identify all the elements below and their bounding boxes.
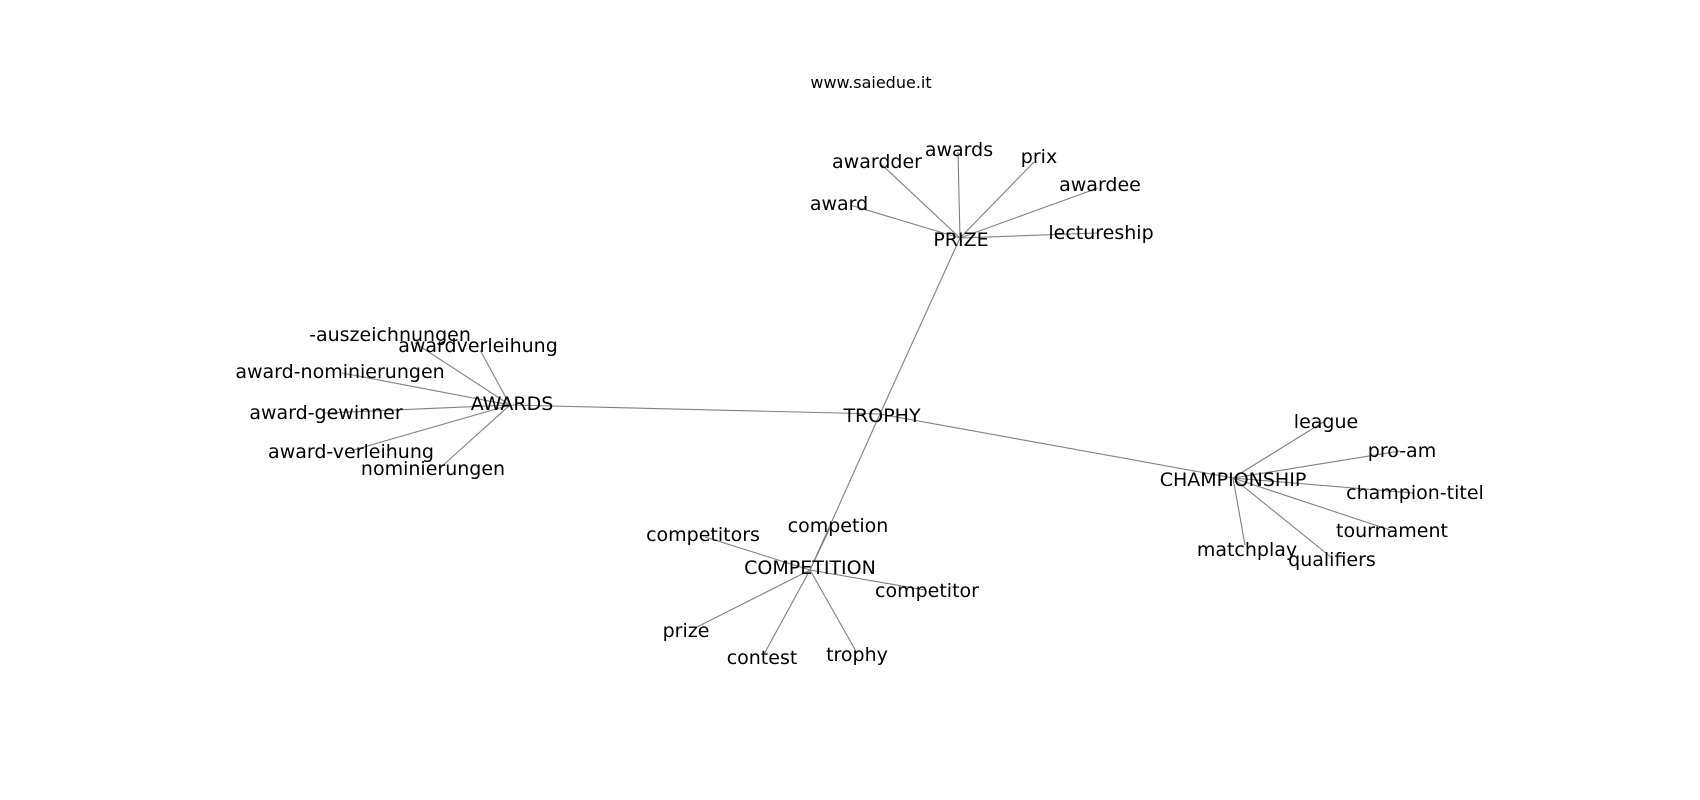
edge-prize-awardee — [959, 187, 1099, 239]
edge-championship-tournament — [1232, 477, 1391, 531]
edge-championship-qualifiers — [1232, 477, 1333, 559]
node-awards: AWARDS — [471, 393, 554, 415]
edge-trophy-competition — [809, 413, 881, 571]
leaf-label: contest — [727, 647, 798, 669]
leaf-label: award-verleihung — [268, 441, 434, 463]
node-competition: COMPETITION — [744, 557, 876, 579]
edge-prize-awardder — [879, 162, 961, 239]
edge-trophy-awards — [509, 404, 881, 415]
leaf-label: -auszeichnungen — [309, 324, 471, 346]
site-url: www.saiedue.it — [810, 73, 931, 92]
edge-awards-nominierungen — [439, 404, 511, 469]
edge-awards-award-nominierungen — [341, 372, 511, 406]
node-championship: CHAMPIONSHIP — [1160, 469, 1307, 491]
node-prize: PRIZE — [933, 229, 988, 251]
leaf-label: competitor — [875, 580, 979, 602]
edge-trophy-championship — [879, 413, 1234, 479]
leaf-label: prix — [1021, 146, 1057, 168]
leaf-label: prize — [663, 620, 710, 642]
edge-prize-lectureship — [959, 232, 1099, 239]
edge-trophy-prize — [879, 237, 961, 415]
edge-awards-awardverleihung — [479, 349, 511, 406]
edge-awards-award-gewinner — [324, 404, 511, 414]
edge-competition-contest — [762, 569, 811, 657]
edge-competition-competitors — [704, 536, 811, 571]
leaf-label: tournament — [1336, 520, 1448, 542]
leaf-label: champion-titel — [1346, 482, 1484, 504]
edge-prize-award — [849, 204, 961, 239]
edge-championship-champion-titel — [1232, 477, 1414, 494]
edge-championship-pro-am — [1232, 450, 1401, 479]
leaf-label: trophy — [826, 644, 888, 666]
leaf-label: competitors — [646, 524, 760, 546]
edge-competition-prize — [694, 569, 811, 629]
leaf-label: competion — [788, 515, 889, 537]
leaf-label: league — [1294, 411, 1358, 433]
leaf-label: award-gewinner — [249, 402, 403, 424]
edge-competition-competion — [809, 527, 831, 571]
leaf-label: pro-am — [1368, 440, 1436, 462]
edge-championship-matchplay — [1232, 477, 1246, 546]
edge-competition-trophy — [809, 569, 858, 654]
edge-awards-auszeichnungen — [414, 342, 511, 406]
edge-prize-awards — [957, 151, 961, 239]
leaf-label: nominierungen — [361, 458, 505, 480]
edge-awards-award-verleihung — [349, 404, 511, 452]
leaf-label: awardverleihung — [398, 335, 558, 357]
leaf-label: awards — [925, 139, 993, 161]
leaf-label: awardee — [1059, 174, 1141, 196]
leaf-label: qualifiers — [1288, 549, 1376, 571]
leaf-label: lectureship — [1048, 222, 1153, 244]
leaf-label: awardder — [832, 151, 922, 173]
edge-competition-competitor — [809, 569, 926, 591]
leaf-label: award-nominierungen — [235, 361, 444, 383]
leaf-label: award — [810, 193, 868, 215]
edge-championship-league — [1232, 420, 1326, 479]
node-trophy: TROPHY — [842, 405, 921, 427]
edge-prize-prix — [959, 161, 1035, 239]
leaf-label: matchplay — [1197, 539, 1297, 561]
